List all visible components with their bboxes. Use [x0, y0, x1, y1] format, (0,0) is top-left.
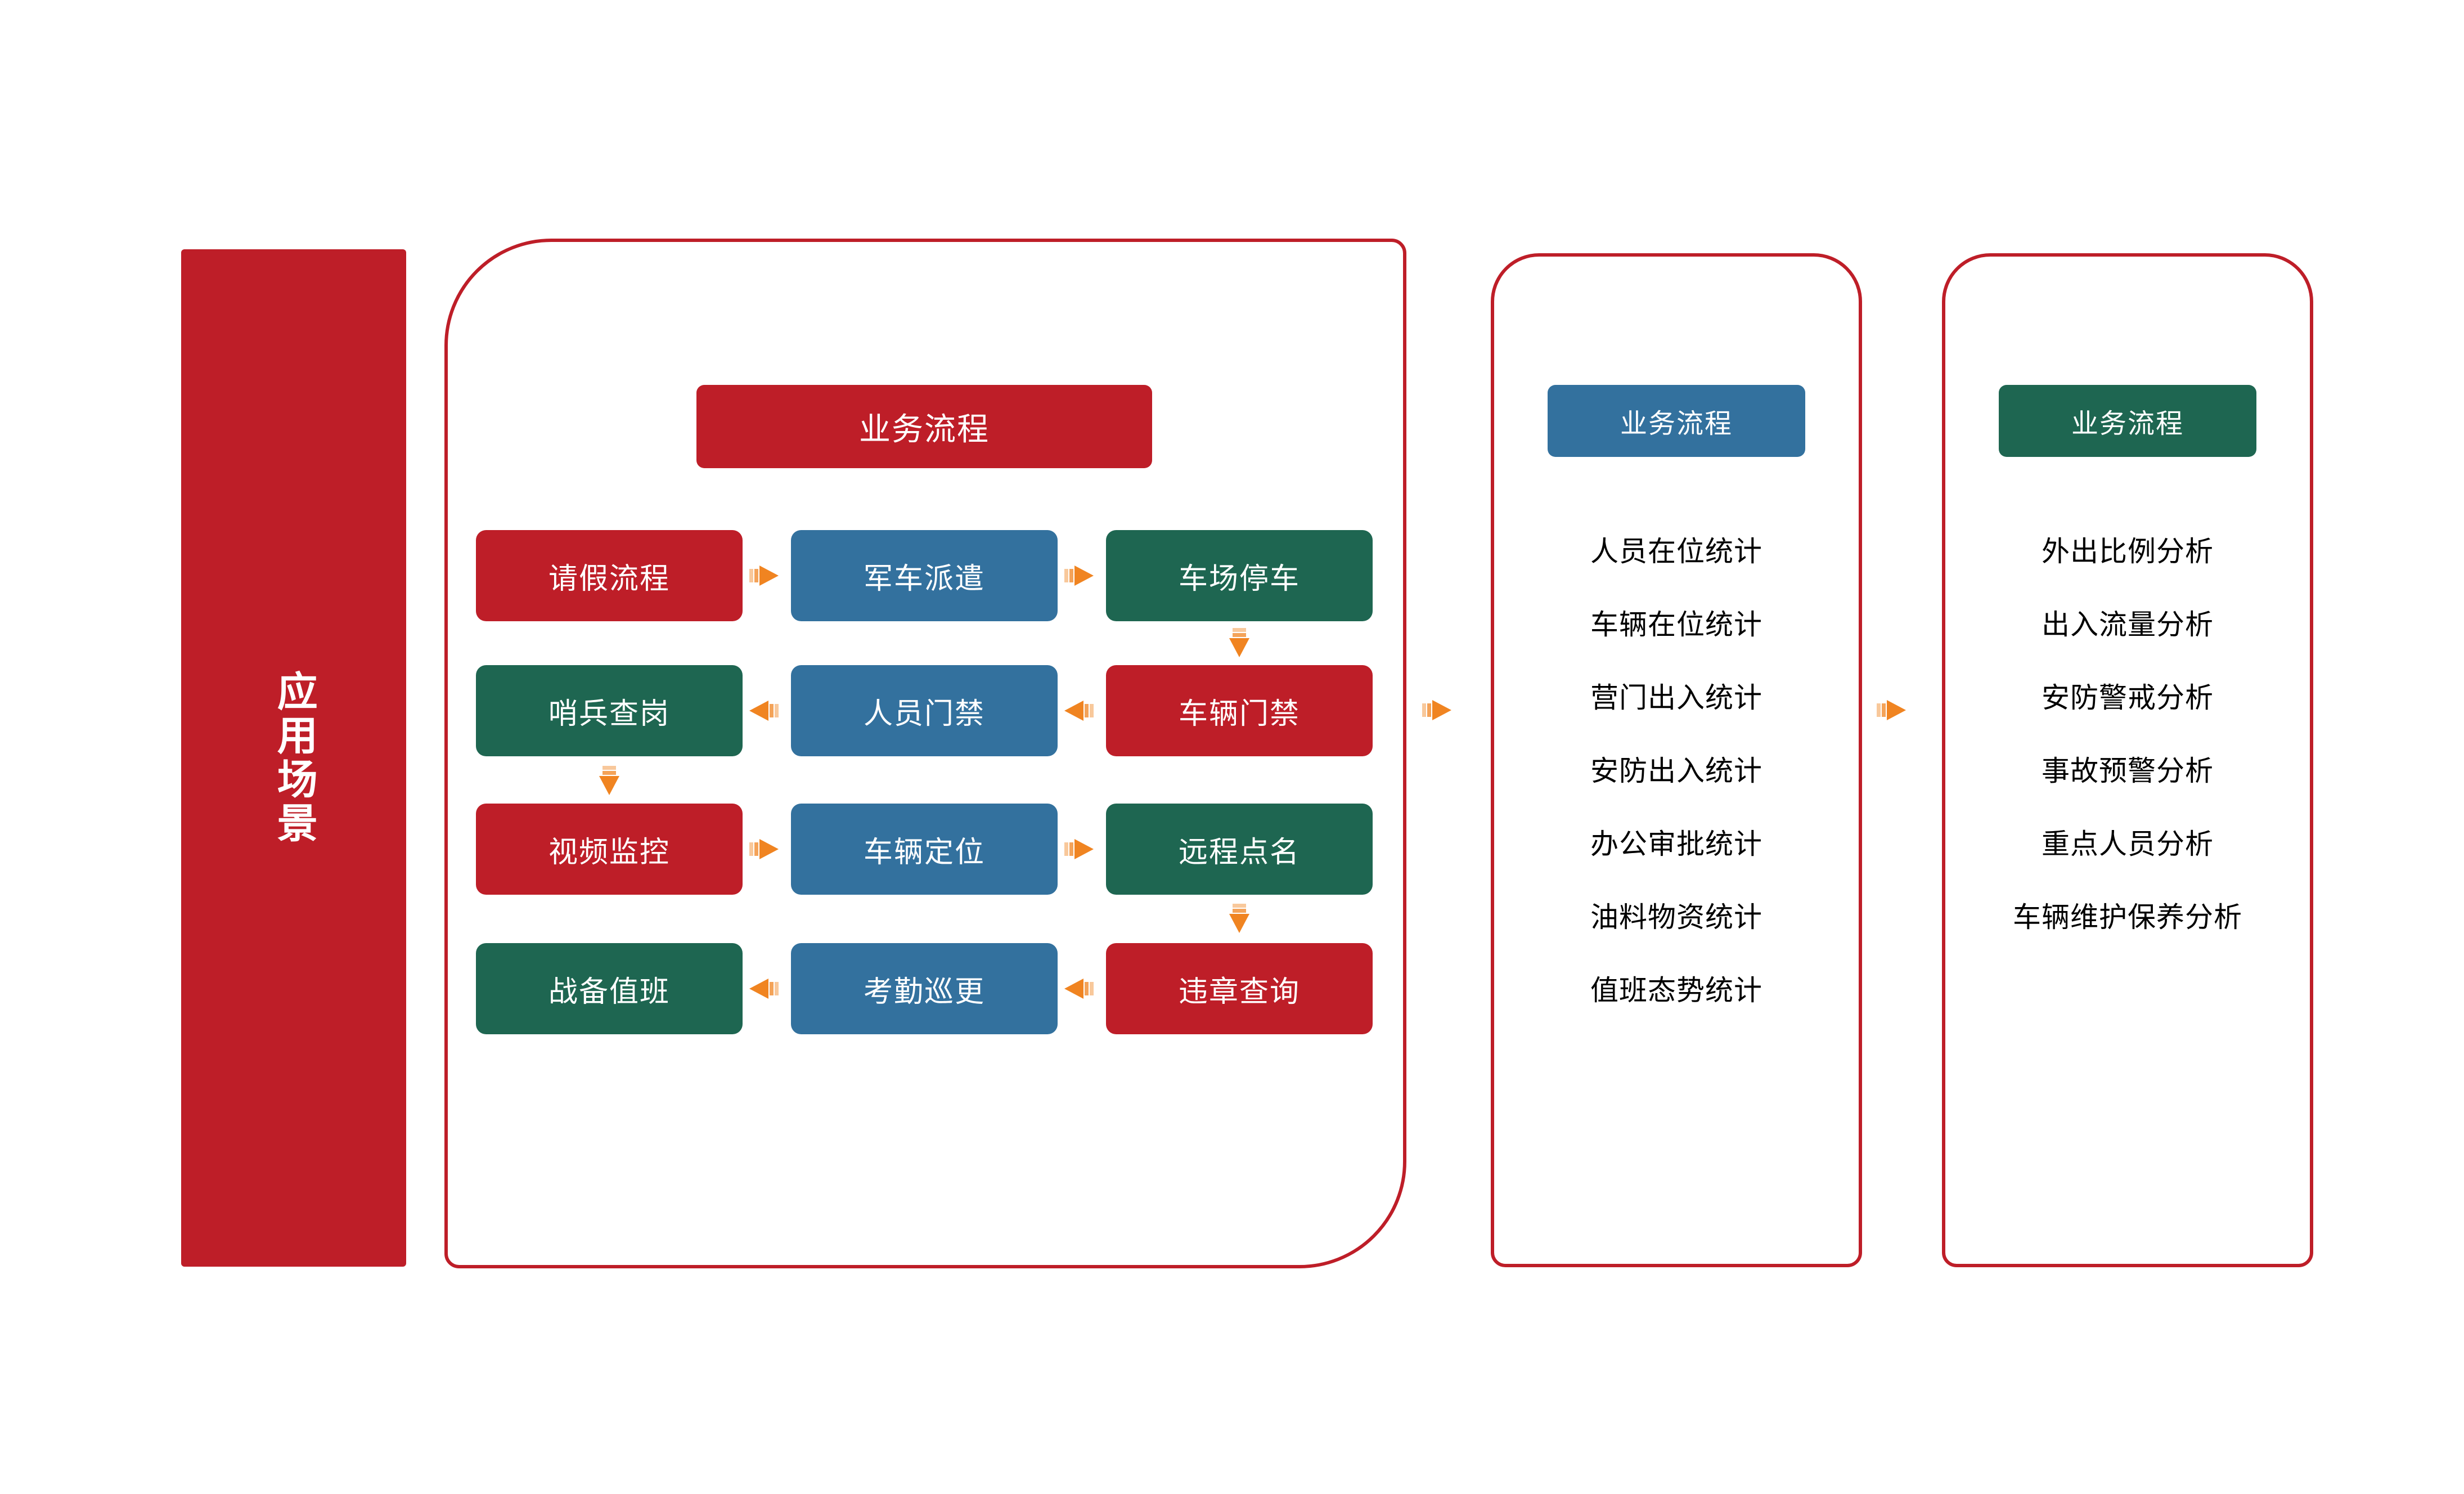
right-panel-header: 业务流程: [1999, 385, 2256, 457]
arrow-right-icon: [1061, 831, 1097, 867]
arrow-right-icon: [1061, 558, 1097, 594]
list-item: 车辆在位统计: [1590, 608, 1762, 641]
list-item: 外出比例分析: [2042, 535, 2214, 568]
arrow-right-icon: [1873, 692, 1909, 728]
list-item: 油料物资统计: [1590, 901, 1762, 934]
flow-box-vehicle-access[interactable]: 车辆门禁: [1106, 665, 1373, 756]
arrow-right-icon: [746, 558, 782, 594]
flow-box-military-vehicle-dispatch[interactable]: 军车派遣: [791, 530, 1058, 621]
analysis-list: 外出比例分析 出入流量分析 安防警戒分析 事故预警分析 重点人员分析 车辆维护保…: [1942, 515, 2313, 954]
arrow-down-icon: [591, 762, 627, 798]
flow-box-violation-query[interactable]: 违章查询: [1106, 943, 1373, 1034]
flow-box-vehicle-positioning[interactable]: 车辆定位: [791, 804, 1058, 895]
flow-box-remote-rollcall[interactable]: 远程点名: [1106, 804, 1373, 895]
flow-box-attendance-patrol[interactable]: 考勤巡更: [791, 943, 1058, 1034]
list-item: 车辆维护保养分析: [2013, 901, 2242, 934]
flow-box-combat-readiness-duty[interactable]: 战备值班: [476, 943, 743, 1034]
application-scenario-label: 应用场景: [270, 670, 318, 846]
arrow-right-icon: [746, 831, 782, 867]
list-item: 营门出入统计: [1590, 681, 1762, 714]
arrow-right-icon: [1419, 692, 1455, 728]
statistics-list: 人员在位统计 车辆在位统计 营门出入统计 安防出入统计 办公审批统计 油料物资统…: [1491, 515, 1862, 1027]
flow-box-parking-lot[interactable]: 车场停车: [1106, 530, 1373, 621]
arrow-down-icon: [1221, 900, 1257, 936]
application-scenario-banner: 应用场景: [181, 249, 406, 1267]
list-item: 办公审批统计: [1590, 828, 1762, 860]
list-item: 出入流量分析: [2042, 608, 2214, 641]
arrow-down-icon: [1221, 625, 1257, 661]
flow-box-personnel-access[interactable]: 人员门禁: [791, 665, 1058, 756]
list-item: 值班态势统计: [1590, 974, 1762, 1007]
middle-panel-header: 业务流程: [1548, 385, 1805, 457]
list-item: 重点人员分析: [2042, 828, 2214, 860]
arrow-left-icon: [1061, 971, 1097, 1007]
arrow-left-icon: [746, 971, 782, 1007]
flow-box-sentry-check[interactable]: 哨兵查岗: [476, 665, 743, 756]
list-item: 安防出入统计: [1590, 755, 1762, 787]
arrow-left-icon: [746, 693, 782, 729]
list-item: 安防警戒分析: [2042, 681, 2214, 714]
list-item: 人员在位统计: [1590, 535, 1762, 568]
flow-box-video-surveillance[interactable]: 视频监控: [476, 804, 743, 895]
list-item: 事故预警分析: [2042, 755, 2214, 787]
main-panel-header: 业务流程: [696, 385, 1152, 468]
flow-box-leave-process[interactable]: 请假流程: [476, 530, 743, 621]
arrow-left-icon: [1061, 693, 1097, 729]
